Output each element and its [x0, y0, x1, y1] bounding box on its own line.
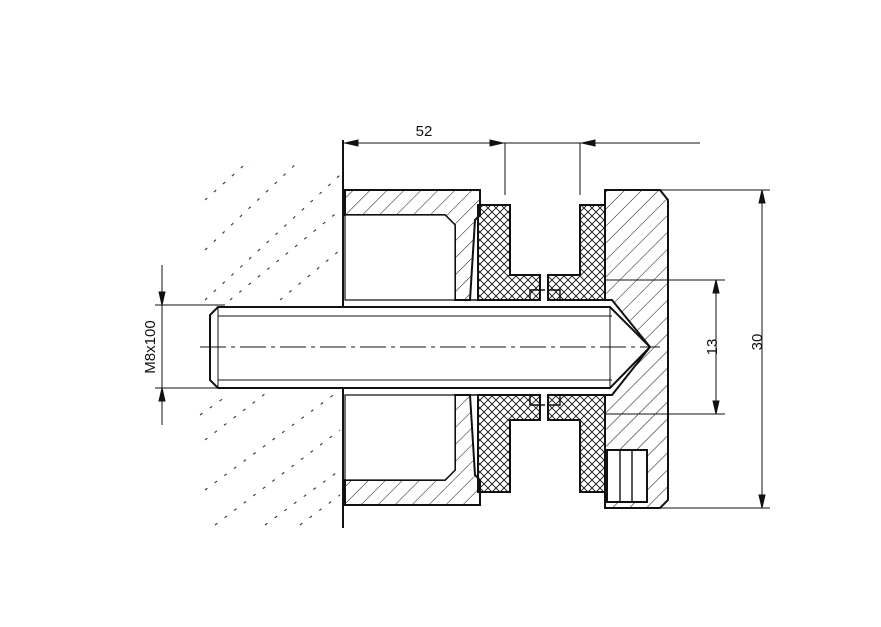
left-gasket	[470, 204, 545, 493]
dimension-52	[343, 139, 700, 195]
dimension-52-label: 52	[416, 123, 433, 140]
dimension-thread	[155, 265, 225, 425]
dimension-thread-label: M8x100	[142, 320, 159, 373]
cap-head	[604, 189, 669, 509]
dimension-13-label: 13	[704, 339, 721, 356]
set-screw	[606, 449, 648, 503]
threaded-rod	[209, 306, 652, 389]
base-cup	[344, 189, 481, 506]
dimension-13	[605, 279, 725, 415]
wall-hatching	[199, 159, 341, 526]
dimension-30	[660, 189, 770, 509]
dimension-30-label: 30	[749, 334, 766, 351]
